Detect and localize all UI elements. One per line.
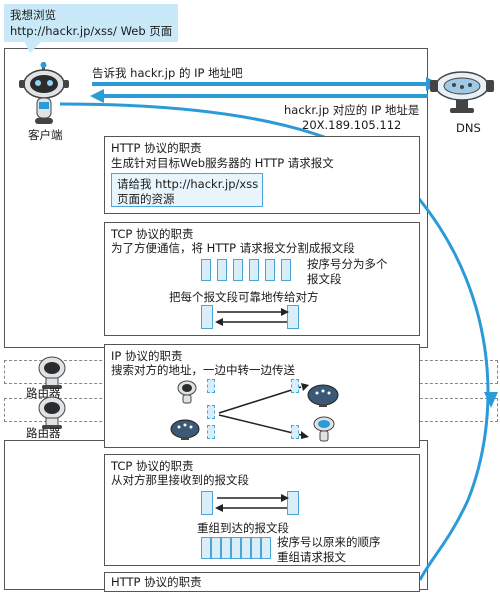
ip-router-icon-right <box>307 384 339 407</box>
split-note-line-2: 报文段 <box>307 272 342 286</box>
dns-reply-arrow <box>90 89 428 103</box>
http-role-title-2: HTTP 协议的职责 <box>111 575 202 589</box>
ip-client-robot-icon <box>177 380 197 404</box>
tcp-role-box-2: TCP 协议的职责 从对方那里接收到的报文段 重组到达的报文段 按序号以原来的顺… <box>104 454 420 566</box>
reorder-note-line-1: 按序号以原来的顺序 <box>277 535 381 549</box>
reassembled-segment <box>231 537 241 559</box>
segment-receiver <box>287 491 299 515</box>
router-icon-2 <box>38 396 66 429</box>
reassembled-segment <box>241 537 251 559</box>
tcp-role-desc-1: 为了方便通信，将 HTTP 请求报文分割成报文段 <box>111 241 355 255</box>
arrived-label: 重组到达的报文段 <box>197 521 289 535</box>
http-request-note-line-1: 请给我 http://hackr.jp/xss <box>117 177 259 191</box>
segment <box>217 259 227 281</box>
tcp-role-desc-2: 从对方那里接收到的报文段 <box>111 473 249 487</box>
ip-role-box: IP 协议的职责 搜索对方的地址，一边中转一边传送 <box>104 344 420 448</box>
ip-packet <box>207 425 215 439</box>
dns-reply-line-2: 20X.189.105.112 <box>302 118 402 132</box>
ip-packet <box>291 379 299 393</box>
dns-query-text: 告诉我 hackr.jp 的 IP 地址吧 <box>92 66 243 80</box>
segment-sender <box>201 491 213 515</box>
segment <box>265 259 275 281</box>
http-request-note: 请给我 http://hackr.jp/xss 页面的资源 <box>111 173 263 207</box>
reassembled-segment <box>201 537 211 559</box>
ip-routing-arrows <box>218 383 309 439</box>
reorder-note-line-2: 重组请求报文 <box>277 550 346 564</box>
http-role-box-2: HTTP 协议的职责 <box>104 572 420 592</box>
http-role-title: HTTP 协议的职责 <box>111 141 202 155</box>
ip-role-desc: 搜索对方的地址，一边中转一边传送 <box>111 363 295 377</box>
ip-router-icon-left <box>170 419 200 440</box>
segment-sender <box>201 305 213 329</box>
http-role-desc: 生成针对目标Web服务器的 HTTP 请求报文 <box>111 156 334 170</box>
dns-label: DNS <box>456 121 481 135</box>
reassembled-segment <box>211 537 221 559</box>
tcp-role-title-2: TCP 协议的职责 <box>111 459 194 473</box>
router-label-1: 路由器 <box>26 386 61 400</box>
reassembled-segment <box>261 537 271 559</box>
router-icon-1 <box>38 356 66 389</box>
callout-pointer <box>24 41 42 53</box>
http-request-note-line-2: 页面的资源 <box>117 192 175 206</box>
ip-packet <box>207 405 215 419</box>
dns-server-icon <box>430 71 494 113</box>
tcp-role-box-1: TCP 协议的职责 为了方便通信，将 HTTP 请求报文分割成报文段 按序号分为… <box>104 222 420 336</box>
segment <box>201 259 211 281</box>
ip-packet <box>207 379 215 393</box>
flow-curve <box>59 102 498 581</box>
reassembled-segment <box>221 537 231 559</box>
client-label: 客户端 <box>28 128 63 142</box>
segment <box>233 259 243 281</box>
segment-receiver <box>287 305 299 329</box>
client-robot-icon <box>19 62 69 124</box>
handshake-arrows <box>215 308 289 326</box>
callout-line-1: 我想浏览 <box>10 8 56 22</box>
http-role-box: HTTP 协议的职责 生成针对目标Web服务器的 HTTP 请求报文 请给我 h… <box>104 136 420 214</box>
segment <box>249 259 259 281</box>
ip-role-title: IP 协议的职责 <box>111 349 183 363</box>
ip-packet <box>291 425 299 439</box>
split-note-line-1: 按序号分为多个 <box>307 257 388 271</box>
tcp-role-title-1: TCP 协议的职责 <box>111 227 194 241</box>
callout-line-2: http://hackr.jp/xss/ Web 页面 <box>10 24 173 38</box>
reliable-note: 把每个报文段可靠地传给对方 <box>169 290 319 304</box>
ip-server-robot-icon <box>313 416 335 442</box>
router-label-2: 路由器 <box>26 426 61 440</box>
receive-arrows <box>215 494 289 512</box>
reassembled-segment <box>251 537 261 559</box>
dns-reply-line-1: hackr.jp 对应的 IP 地址是 <box>284 103 420 117</box>
request-callout: 我想浏览 http://hackr.jp/xss/ Web 页面 <box>4 4 178 42</box>
segment <box>281 259 291 281</box>
